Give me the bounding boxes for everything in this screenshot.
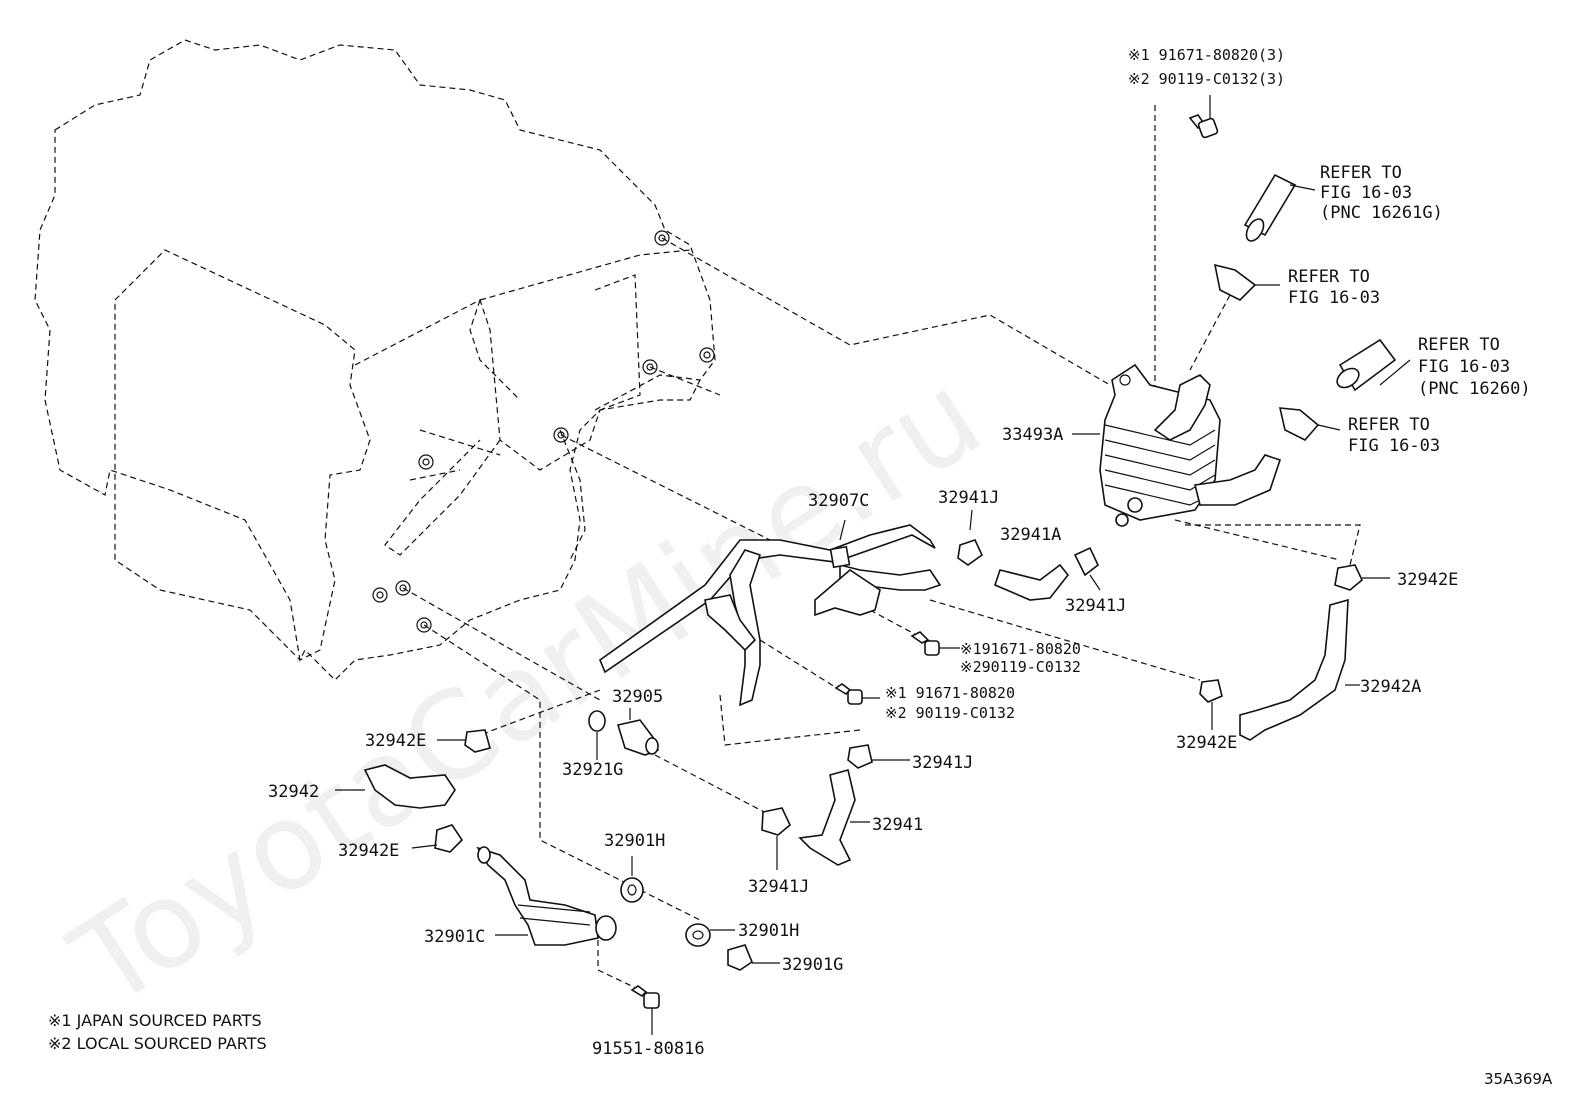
label-32941J-c: 32941J [912,753,973,773]
label-mid-bolt-2: ※290119-C0132 [960,658,1081,676]
label-32942E-a: 32942E [1397,570,1458,590]
oil-cooler-33493A [1099,363,1282,527]
pipe-32907C [599,519,942,707]
ref-clamp-2 [1213,263,1280,301]
pipe-32901C [476,846,599,946]
hose-32941A [994,563,1070,601]
label-ref1-b: FIG 16-03 [1320,183,1412,203]
label-ref3-b: FIG 16-03 [1418,357,1510,377]
label-32941J-d: 32941J [748,877,809,897]
oring-32921G [588,710,606,760]
label-ref4-a: REFER TO [1348,415,1430,435]
label-32942E-c: 32942E [365,731,426,751]
label-ref1-a: REFER TO [1320,163,1402,183]
clip-32942E-a [1334,564,1390,591]
hose-32942 [335,764,456,809]
ref-clamp-4 [1278,407,1341,441]
clip-32941J-a [957,509,984,566]
label-32941J-a: 32941J [938,488,999,508]
label-mid-bolt-1: ※191671-80820 [960,640,1081,658]
label-32901G: 32901G [782,955,843,975]
label-32941A: 32941A [1000,525,1061,545]
hose-32941 [798,769,870,866]
label-low-bolt-1: ※1 91671-80820 [885,684,1015,702]
label-32941J-b: 32941J [1065,596,1126,616]
hose-32942A [1239,598,1360,741]
bolt-mid-1 [910,631,960,656]
note-local-sourced: ※2 LOCAL SOURCED PARTS [48,1034,267,1053]
label-ref1-c: (PNC 16261G) [1320,203,1443,223]
label-33493A: 33493A [1002,425,1063,445]
bolt-32901G [727,944,780,971]
clip-32941J-d [761,807,791,870]
diagram-code: 35A369A [1484,1070,1553,1088]
label-top-bolt-1: ※1 91671-80820(3) [1128,46,1285,64]
label-32905: 32905 [612,687,663,707]
clip-32942E-b [1199,679,1223,730]
label-top-bolt-2: ※2 90119-C0132(3) [1128,70,1285,88]
label-32942E-b: 32942E [1176,733,1237,753]
label-32942E-d: 32942E [338,841,399,861]
note-japan-sourced: ※1 JAPAN SOURCED PARTS [48,1011,262,1030]
label-32907C: 32907C [808,491,869,511]
clip-32941J-b [1073,546,1101,591]
washer-32901-c [595,915,617,941]
label-ref4-b: FIG 16-03 [1348,436,1440,456]
reference-lines [402,105,1361,991]
clip-32942E-d [411,824,464,853]
label-32942: 32942 [268,782,319,802]
label-ref3-c: (PNC 16260) [1418,379,1531,399]
clip-32941J-c [847,744,910,769]
labels: ※1 91671-80820(3) ※2 90119-C0132(3) REFE… [48,46,1553,1088]
washer-32901H-a [620,856,644,903]
bolt-top [1188,95,1219,139]
label-32901C: 32901C [424,927,485,947]
label-91551-80816: 91551-80816 [592,1039,705,1059]
label-32942A: 32942A [1360,677,1421,697]
label-low-bolt-2: ※2 90119-C0132 [885,704,1015,722]
clip-32942E-c [437,729,491,753]
label-ref2-a: REFER TO [1288,267,1370,287]
bolt-91551-80816 [630,985,660,1035]
sensor-32905 [616,708,659,756]
label-32941: 32941 [872,815,923,835]
label-32901H-a: 32901H [604,831,665,851]
transmission-housing [34,39,716,681]
washer-32901H-b [685,923,735,947]
label-32921G: 32921G [562,760,623,780]
label-ref2-b: FIG 16-03 [1288,288,1380,308]
ref-hose-3 [1336,338,1411,392]
label-32901H-b: 32901H [738,921,799,941]
ref-hose-1 [1243,173,1316,242]
bolt-mid-2 [834,683,880,705]
label-ref3-a: REFER TO [1418,335,1500,355]
